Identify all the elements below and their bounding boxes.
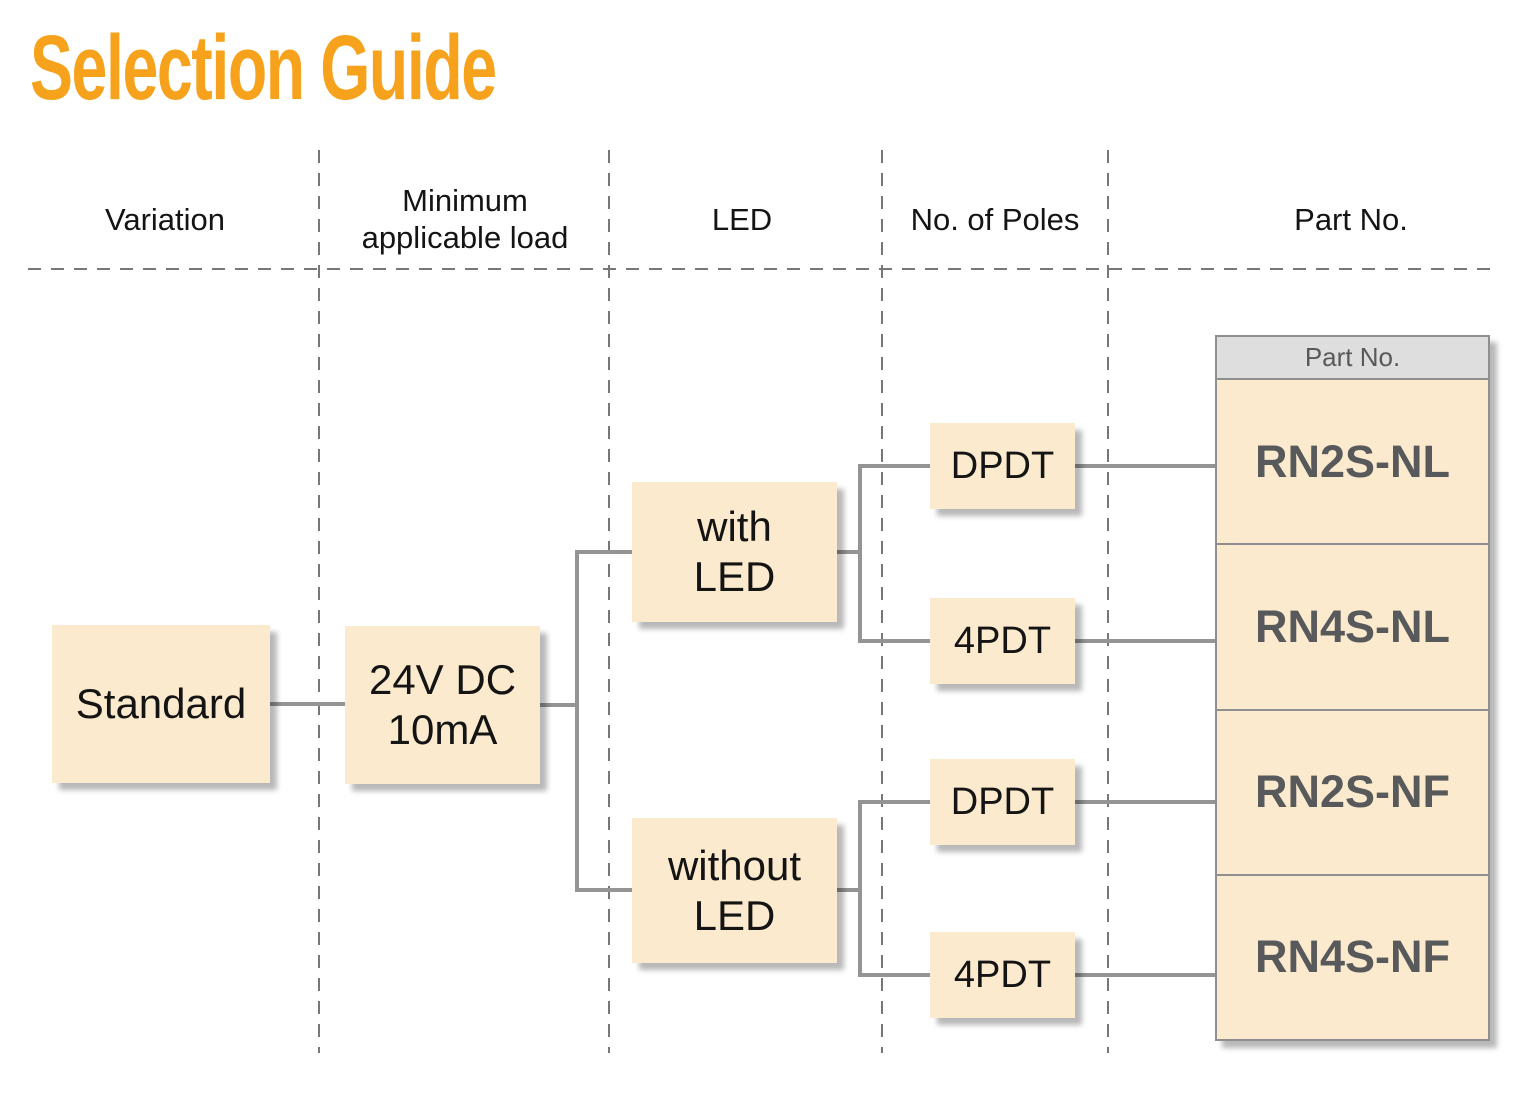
flow-box-dpdt-without-led: DPDT [930,759,1075,845]
connector-4pdt1-to-part [1075,639,1215,643]
part-number-cell-rn4s-nf: RN4S-NF [1217,875,1488,1039]
connector-standard-to-load [270,702,345,706]
column-divider-line-1 [318,150,320,1053]
column-header-minimum-applicable-load: Minimum applicable load [361,183,569,255]
flow-box-standard: Standard [52,625,270,783]
flow-box-with-led: with LED [632,482,837,622]
connector-led-trunk [575,550,579,892]
connector-without-led-to-trunk [837,888,860,892]
connector-trunk-to-with-led [579,550,632,554]
flow-box-dpdt-with-led: DPDT [930,423,1075,509]
connector-load-to-trunk [540,703,579,707]
part-number-cell-rn2s-nf: RN2S-NF [1217,710,1488,876]
connector-trunk-to-4pdt-1 [862,639,930,643]
connector-dpdt2-to-part [1075,800,1215,804]
flow-box-without-led: without LED [632,818,837,963]
connector-trunk-to-without-led [579,888,632,892]
part-number-cell-rn2s-nl: RN2S-NL [1217,380,1488,546]
part-number-cell-rn4s-nl: RN4S-NL [1217,545,1488,711]
flow-box-4pdt-without-led: 4PDT [930,932,1075,1018]
connector-4pdt2-to-part [1075,973,1215,977]
connector-trunk-to-dpdt-1 [862,464,930,468]
flow-box-4pdt-with-led: 4PDT [930,598,1075,684]
connector-trunk-to-dpdt-2 [862,800,930,804]
connector-with-led-to-trunk [837,550,860,554]
column-divider-line-4 [1107,150,1109,1053]
part-table: Part No. RN2S-NL RN4S-NL RN2S-NF RN4S-NF [1215,335,1490,1041]
flow-box-minimum-load: 24V DC 10mA [345,626,540,784]
column-header-variation: Variation [104,202,226,237]
column-divider-line-3 [881,150,883,1053]
page-title: Selection Guide [30,17,497,119]
connector-trunk-to-4pdt-2 [862,973,930,977]
connector-dpdt1-to-part [1075,464,1215,468]
column-header-led: LED [711,202,773,237]
column-header-no-of-poles: No. of Poles [910,202,1080,237]
column-divider-line-2 [608,150,610,1053]
column-header-part-no: Part No. [1294,202,1408,237]
part-table-header: Part No. [1217,337,1488,380]
connector-without-led-poles-trunk [858,800,862,977]
header-divider-line [28,268,1492,270]
connector-with-led-poles-trunk [858,464,862,643]
